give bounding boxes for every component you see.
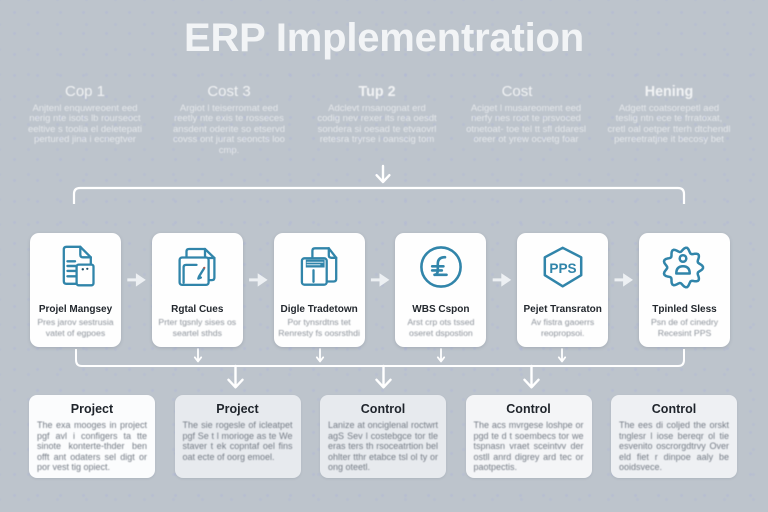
svg-text:PPS: PPS xyxy=(549,261,576,276)
